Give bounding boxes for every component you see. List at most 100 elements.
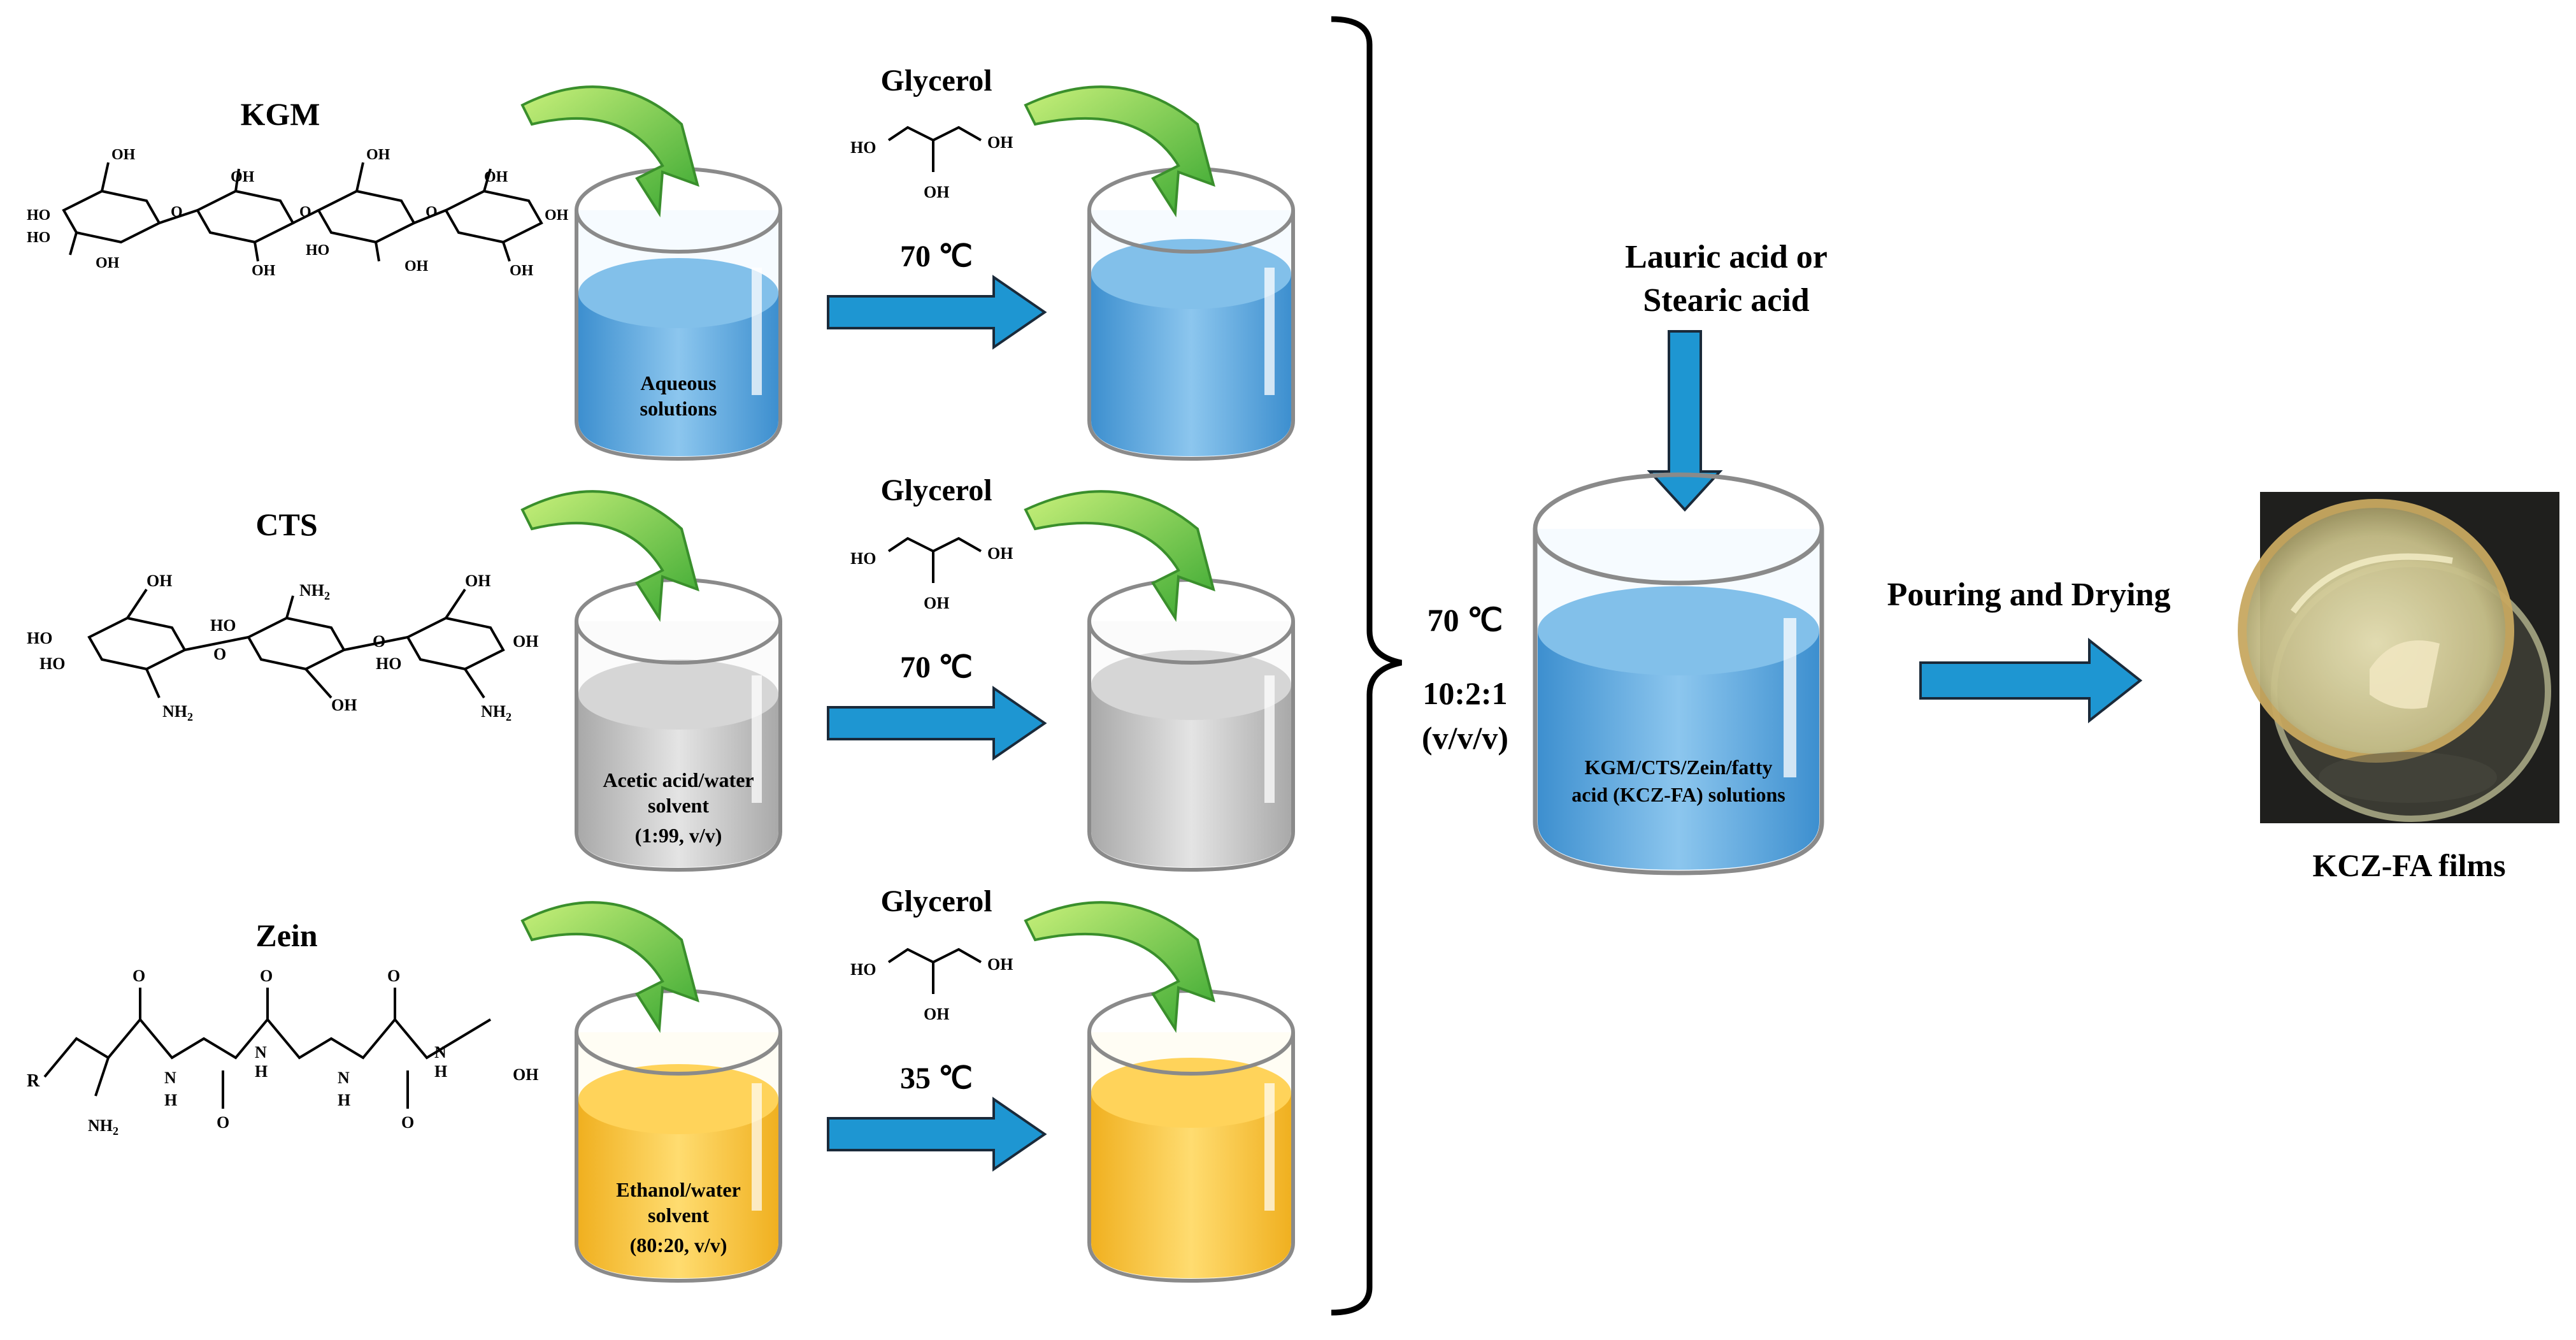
glycerol-ho: HO bbox=[850, 960, 876, 979]
zein-r: R bbox=[27, 1071, 40, 1091]
kgm-oh-2: OH bbox=[231, 169, 255, 185]
kgm-ho-1: HO bbox=[27, 207, 50, 224]
mixed-solution-line-2: acid (KCZ-FA) solutions bbox=[1571, 783, 1785, 806]
right-arrow-icon bbox=[827, 686, 1047, 761]
glycerol-row1: Glycerol HO OH OH 70 ℃ bbox=[850, 64, 1013, 273]
kgm-o-2: O bbox=[299, 204, 311, 220]
curved-arrow-icon bbox=[1024, 490, 1215, 623]
cts-oh-1: OH bbox=[147, 572, 172, 590]
kgm-oh-1: OH bbox=[111, 147, 136, 163]
polymer-label-zein: Zein bbox=[255, 918, 317, 953]
cts-nh2-2: NH2 bbox=[162, 702, 193, 723]
cts-oh-2: OH bbox=[465, 572, 490, 590]
cts-ho-4: HO bbox=[376, 654, 401, 673]
glycerol-ho: HO bbox=[850, 549, 876, 568]
zein-structure bbox=[43, 988, 492, 1109]
solvent-label-cts-1: Acetic acid/water bbox=[603, 768, 754, 791]
zein-n-1: N bbox=[164, 1069, 176, 1087]
temperature-label-zein: 35 ℃ bbox=[900, 1062, 973, 1095]
zein-o-3: O bbox=[387, 967, 400, 985]
kgm-oh-3: OH bbox=[366, 147, 390, 163]
cts-o-2: O bbox=[373, 632, 385, 651]
glycerol-oh-bottom: OH bbox=[924, 594, 949, 612]
zein-o-5: O bbox=[401, 1113, 414, 1132]
temperature-label-kgm: 70 ℃ bbox=[900, 240, 973, 273]
glycerol-row2: Glycerol HO OH OH 70 ℃ bbox=[850, 473, 1013, 684]
kgm-ho-2: HO bbox=[27, 229, 50, 246]
cts-oh-4: OH bbox=[331, 696, 357, 714]
zein-h-2: H bbox=[255, 1062, 268, 1081]
kgm-o-1: O bbox=[171, 204, 183, 220]
fatty-acid-line-1: Lauric acid or bbox=[1625, 239, 1828, 275]
glycerol-oh-bottom: OH bbox=[924, 1005, 949, 1023]
row-zein: Zein R O O O O O N H N H N H N H OH NH2 bbox=[27, 918, 538, 1137]
kgm-oh-8: OH bbox=[545, 207, 569, 224]
solvent-label-zein-2: solvent bbox=[648, 1204, 709, 1227]
kgm-oh-9: OH bbox=[404, 258, 429, 275]
mixed-solution-line-1: KGM/CTS/Zein/fatty bbox=[1584, 756, 1772, 779]
beaker-zein-glycerol bbox=[1087, 989, 1295, 1283]
kgm-oh-4: OH bbox=[484, 169, 508, 185]
beaker-kgm-glycerol bbox=[1087, 167, 1295, 461]
zein-n-2: N bbox=[255, 1043, 267, 1062]
solvent-label-cts-3: (1:99, v/v) bbox=[635, 824, 722, 847]
zein-n-4: N bbox=[434, 1043, 447, 1062]
beaker-cts-solvent: Acetic acid/water solvent (1:99, v/v) bbox=[575, 578, 782, 872]
cts-nh2-3: NH2 bbox=[481, 702, 512, 723]
zein-o-2: O bbox=[260, 967, 273, 985]
cts-nh2-1: NH2 bbox=[299, 581, 330, 602]
kgm-oh-5: OH bbox=[96, 255, 120, 271]
right-arrow-icon bbox=[1919, 637, 2143, 724]
cts-o-1: O bbox=[213, 645, 226, 663]
process-arrows bbox=[827, 275, 1047, 1172]
kgm-o-3: O bbox=[426, 204, 438, 220]
solvent-label-zein-1: Ethanol/water bbox=[616, 1178, 741, 1201]
mix-temperature: 70 ℃ bbox=[1428, 602, 1503, 638]
zein-n-3: N bbox=[338, 1069, 350, 1087]
beaker-cts-glycerol bbox=[1087, 578, 1295, 872]
curved-arrows bbox=[520, 85, 1215, 1034]
cts-ho-2: HO bbox=[39, 654, 65, 673]
cts-oh-3: OH bbox=[513, 632, 538, 651]
zein-o-4: O bbox=[217, 1113, 229, 1132]
film-photo bbox=[2238, 492, 2559, 823]
glycerol-oh-right: OH bbox=[987, 955, 1013, 974]
curved-arrow-icon bbox=[520, 85, 699, 218]
right-arrow-icon bbox=[827, 1097, 1047, 1172]
polymer-label-kgm: KGM bbox=[241, 96, 320, 132]
polymer-label-cts: CTS bbox=[255, 507, 317, 542]
zein-h-4: H bbox=[434, 1062, 447, 1081]
solvent-label-kgm-2: solutions bbox=[640, 397, 717, 420]
additive-label-zein: Glycerol bbox=[880, 884, 992, 918]
kgm-oh-6: OH bbox=[252, 263, 276, 279]
temperature-label-cts: 70 ℃ bbox=[900, 651, 973, 684]
glycerol-oh-bottom: OH bbox=[924, 183, 949, 201]
kgm-structure bbox=[62, 162, 543, 262]
cts-structure bbox=[87, 588, 505, 699]
zein-nh2: NH2 bbox=[88, 1116, 118, 1137]
solvent-label-zein-3: (80:20, v/v) bbox=[630, 1234, 727, 1257]
merge-brace bbox=[1331, 16, 1402, 1316]
glycerol-oh-right: OH bbox=[987, 544, 1013, 563]
zein-h-1: H bbox=[164, 1091, 177, 1109]
kgm-ho-3: HO bbox=[306, 242, 329, 259]
curved-arrow-icon bbox=[520, 490, 699, 623]
zein-o-1: O bbox=[132, 967, 145, 985]
beaker-kgm-solvent: Aqueous solutions bbox=[575, 167, 782, 461]
solvent-label-cts-2: solvent bbox=[648, 794, 709, 817]
glycerol-ho: HO bbox=[850, 138, 876, 157]
cts-ho-3: HO bbox=[210, 616, 236, 635]
zein-h-3: H bbox=[338, 1091, 350, 1109]
pouring-drying-label: Pouring and Drying bbox=[1887, 577, 2171, 613]
curved-arrow-icon bbox=[520, 901, 699, 1034]
zein-oh: OH bbox=[513, 1065, 538, 1084]
additive-label-kgm: Glycerol bbox=[880, 64, 992, 97]
beaker-mixed-solution: KGM/CTS/Zein/fatty acid (KCZ-FA) solutio… bbox=[1533, 472, 1824, 875]
row-cts: CTS OH NH2 OH HO HO HO O O HO OH NH2 OH … bbox=[27, 507, 538, 723]
fatty-acid-line-2: Stearic acid bbox=[1643, 282, 1809, 319]
row-kgm: KGM OH OH OH OH HO HO O O O OH OH HO OH … bbox=[27, 96, 569, 279]
right-arrow-icon bbox=[827, 275, 1047, 350]
glycerol-oh-right: OH bbox=[987, 133, 1013, 152]
curved-arrow-icon bbox=[1024, 901, 1215, 1034]
